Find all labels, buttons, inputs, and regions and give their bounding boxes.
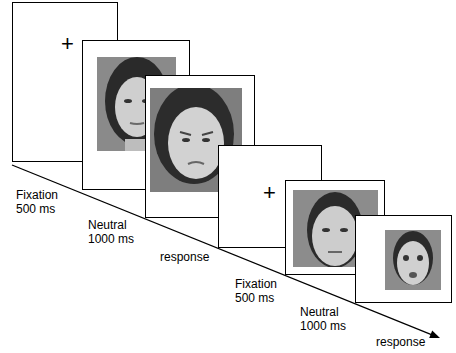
fixation-cross: + <box>61 33 74 55</box>
timeline-label: Fixation 500 ms <box>16 188 68 216</box>
timeline-label: Fixation 500 ms <box>235 277 287 305</box>
timeline-label: Neutral 1000 ms <box>300 305 352 333</box>
face-photo <box>385 230 441 290</box>
timeline-label: Neutral 1000 ms <box>88 218 140 246</box>
face-card <box>355 215 452 303</box>
fixation-cross: + <box>263 182 276 204</box>
timeline-label: response <box>160 250 209 264</box>
timeline-label: response <box>376 335 425 349</box>
